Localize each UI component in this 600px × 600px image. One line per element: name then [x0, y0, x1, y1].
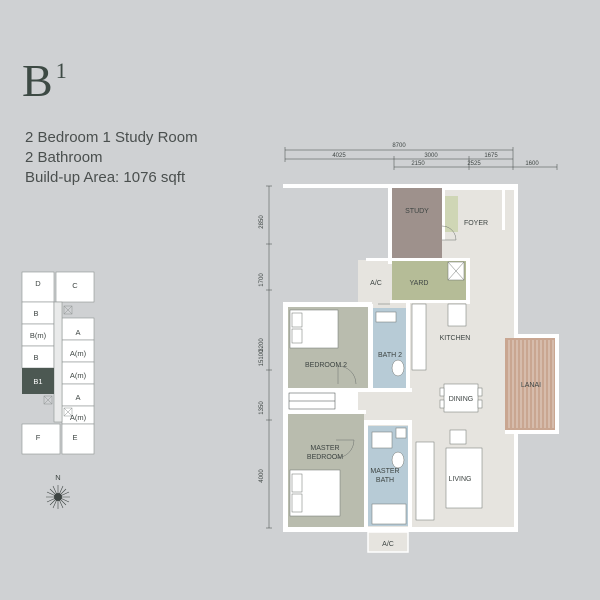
master-bath-label: MASTER: [370, 468, 399, 475]
kitchen-counter: [411, 303, 427, 371]
basin-icon: [395, 427, 407, 439]
north-compass-icon: N: [46, 473, 70, 509]
shower-icon: [371, 431, 393, 449]
master-bath-label: BATH: [376, 477, 394, 484]
bedroom-2-label: BEDROOM 2: [305, 362, 347, 369]
door-swings: [335, 225, 457, 459]
unit-description: 2 Bedroom 1 Study Room 2 Bathroom Build-…: [25, 128, 198, 188]
foyer-label: FOYER: [464, 220, 488, 227]
dining-label: DINING: [449, 396, 474, 403]
dimension-top-a: 4025: [332, 153, 346, 159]
key-label: B(m): [30, 331, 47, 340]
living-label: LIVING: [449, 476, 472, 483]
north-label: N: [55, 473, 60, 482]
yard-label: YARD: [410, 280, 429, 287]
dimension-top-b: 3000: [424, 153, 438, 159]
lanai-label: LANAI: [521, 382, 541, 389]
dimension-top-c: 1675: [484, 153, 498, 159]
key-label: A: [75, 328, 80, 337]
sofa-icon: [415, 429, 483, 521]
toilet-icon: [391, 451, 405, 469]
basin-icon: [391, 359, 405, 377]
bedroom-count-text: 2 Bedroom 1 Study Room: [25, 129, 198, 146]
dimension-top-d: 2150: [411, 161, 425, 167]
dimension-left-c: 3200: [259, 338, 265, 352]
master-bedroom-label: MASTER: [310, 445, 339, 452]
study-label: STUDY: [405, 208, 429, 215]
key-plan: D C B B(m) A A(m) B A(m) B1 A A(m) F E: [21, 271, 95, 455]
ac-ledge-bottom: [367, 531, 409, 553]
floor-plan: [283, 184, 559, 532]
unit-code: B: [22, 55, 53, 106]
dimension-top-e: 2525: [467, 161, 481, 167]
key-label: A: [75, 393, 80, 402]
kitchen-label: KITCHEN: [440, 335, 471, 342]
bed-icon: [289, 469, 341, 517]
bathtub-icon: [371, 503, 407, 525]
key-label: E: [72, 433, 77, 442]
unit-superscript: 1: [55, 58, 67, 83]
key-label: A(m): [70, 371, 87, 380]
key-label: B: [33, 309, 38, 318]
key-label: A(m): [70, 413, 87, 422]
key-label: B: [33, 353, 38, 362]
ac-label-bottom: A/C: [382, 541, 394, 548]
toilet-icon: [375, 311, 397, 323]
build-up-area-text: Build-up Area: 1076 sqft: [25, 169, 186, 186]
dining-table-icon: [439, 383, 483, 413]
dimension-top-total: 8700: [392, 143, 406, 149]
kitchen-counter: [447, 303, 467, 327]
key-label: A(m): [70, 349, 87, 358]
key-label: F: [36, 433, 41, 442]
bed-icon: [289, 309, 339, 349]
key-label: C: [72, 281, 78, 290]
dimension-top-f: 1600: [525, 161, 539, 167]
key-label-current-unit: B1: [33, 377, 42, 386]
dimension-left-a: 2850: [259, 215, 265, 229]
study-room: [390, 188, 442, 258]
ac-label-top: A/C: [370, 280, 382, 287]
lanai-area: [505, 338, 557, 430]
dimension-left-e: 4000: [259, 469, 265, 483]
dimension-left-b: 1700: [259, 273, 265, 287]
bathroom-count-text: 2 Bathroom: [25, 149, 103, 166]
dimension-left-d: 1350: [259, 401, 265, 415]
key-label: D: [35, 279, 41, 288]
bath-2-label: BATH 2: [378, 352, 402, 359]
master-bedroom-label: BEDROOM: [307, 454, 343, 461]
dimension-left-total: 15100: [259, 349, 265, 366]
dimension-lines: [266, 147, 558, 529]
key-plan-highlight: [22, 368, 54, 394]
